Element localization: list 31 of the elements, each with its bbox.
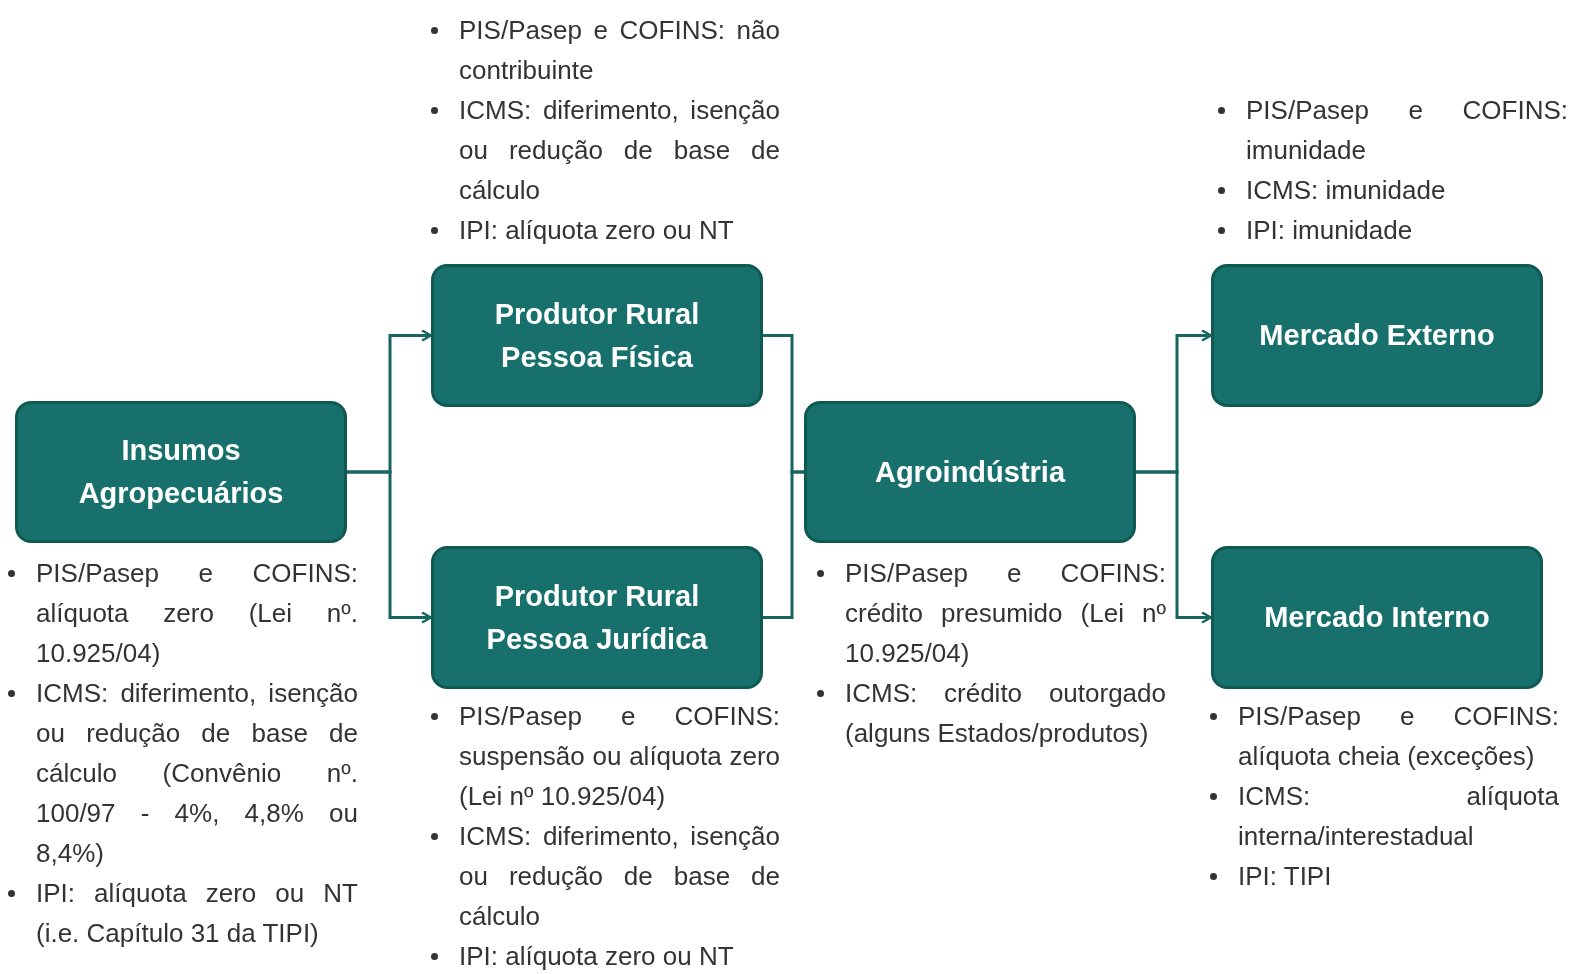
process-box <box>804 401 1136 543</box>
bullet-text: ICMS: diferimento, isenção ou redução de base de cálculo <box>428 90 780 210</box>
bullet-text: PIS/Pasep e COFINS: imunidade <box>1215 90 1568 170</box>
bullet-text: IPI: alíquota zero ou NT <box>428 210 780 250</box>
bullet-text: ICMS: alíquota interna/interestadual <box>1207 776 1559 856</box>
bullet-text: IPI: TIPI <box>1207 856 1559 896</box>
box-label: Produtor Rural Pessoa Física <box>493 296 701 375</box>
bullet-text: PIS/Pasep e COFINS: não contribuinte <box>428 10 780 90</box>
bullet-text: IPI: alíquota zero ou NT <box>428 936 780 974</box>
bullet-text: ICMS: diferimento, isenção ou redução de base de cálculo <box>428 816 780 936</box>
process-box <box>431 264 763 407</box>
bullet-text: PIS/Pasep e COFINS: suspensão ou alíquota zero (Lei nº 10.925/04) <box>428 696 780 816</box>
process-box <box>1211 546 1543 689</box>
bullet-text: IPI: imunidade <box>1215 210 1568 250</box>
bullet-text: PIS/Pasep e COFINS: alíquota zero (Lei nº. 10.925/04) <box>5 553 358 673</box>
box-label: Mercado Interno <box>1264 600 1490 635</box>
bullet-text: IPI: alíquota zero ou NT (i.e. Capítulo 31 da TIPI) <box>5 873 358 953</box>
process-box <box>1211 264 1543 407</box>
box-label: Insumos Agropecuários <box>77 433 285 511</box>
bullet-text: PIS/Pasep e COFINS: alíquota cheia (exceções) <box>1207 696 1559 776</box>
box-label: Mercado Externo <box>1259 318 1495 353</box>
bullet-text: PIS/Pasep e COFINS: crédito presumido (Lei nº 10.925/04) <box>814 553 1166 673</box>
connector-arrow <box>347 470 433 624</box>
box-label: Agroindústria <box>874 454 1066 490</box>
connector-arrow <box>1136 470 1213 624</box>
bullet-text: ICMS: crédito outorgado (alguns Estados/produtos) <box>814 673 1166 753</box>
bullet-text: ICMS: imunidade <box>1215 170 1568 210</box>
box-label: Produtor Rural Pessoa Jurídica <box>485 578 709 657</box>
process-box <box>15 401 347 543</box>
process-box <box>431 546 763 689</box>
bullet-text: ICMS: diferimento, isenção ou redução de base de cálculo (Convênio nº. 100/97 - 4%, 4,8% ou 8,4%) <box>5 673 358 873</box>
